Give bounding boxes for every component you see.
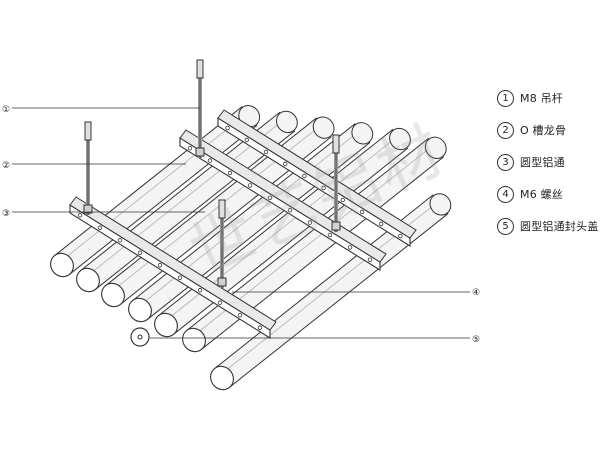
tube-end-cap <box>76 267 100 293</box>
keel-slot-hole <box>197 288 203 293</box>
marker-1: ① <box>2 105 10 115</box>
tube-far-end <box>389 127 411 151</box>
rod-hanger-clip <box>83 204 93 214</box>
keel-slot-hole <box>227 170 233 176</box>
keel-slot-hole <box>321 185 326 191</box>
keel-slot-hole <box>283 161 288 167</box>
marker-2: ② <box>2 161 10 171</box>
legend-item: 3 圆型铝通 <box>497 152 600 172</box>
legend-label: 圆型铝通封头盖 <box>520 220 599 233</box>
rod-hanger-clip <box>331 221 341 231</box>
keel-slot-hole <box>379 221 384 227</box>
rod-hanger-clip <box>195 147 205 157</box>
keel-slot-hole <box>225 125 230 131</box>
rod-top-nut <box>218 199 226 219</box>
tube-end-cap <box>154 312 178 338</box>
keel-slot-hole <box>302 173 307 179</box>
legend-number: 2 <box>497 121 514 139</box>
tube-highlight <box>59 113 248 263</box>
keel-slot-hole <box>367 257 373 262</box>
marker-3: ③ <box>2 209 10 219</box>
tube-end-cap <box>50 252 74 278</box>
keel-slot-hole <box>157 263 163 268</box>
legend-item: 4 M6 螺丝 <box>497 184 600 204</box>
tube-far-end <box>424 136 447 159</box>
keel-slot-hole <box>207 158 213 163</box>
keel-slot-hole <box>267 195 273 200</box>
keel-slot-hole <box>247 183 253 188</box>
legend-item: 1 M8 吊杆 <box>497 88 600 108</box>
legend-label: 圆型铝通 <box>520 156 565 169</box>
tube-far-end <box>429 193 452 216</box>
keel-slot-hole <box>77 213 83 218</box>
legend-label: M6 螺丝 <box>520 188 563 201</box>
keel-slot-hole <box>217 300 223 305</box>
marker-4: ④ <box>472 288 480 298</box>
tube-end-cap <box>101 282 125 308</box>
keel-slot-hole <box>244 137 249 143</box>
legend-item: 5 圆型铝通封头盖 <box>497 216 600 236</box>
keel-slot-hole <box>287 207 293 213</box>
keel-top-flange <box>69 196 277 331</box>
keel-slot-hole <box>327 232 333 238</box>
end-cap-hole <box>137 334 143 340</box>
keel-slot-hole <box>340 197 345 203</box>
legend-number: 5 <box>497 217 514 235</box>
keel-slot-hole <box>263 149 269 155</box>
keel-slot-hole <box>237 313 243 318</box>
keel-slot-hole <box>398 233 403 239</box>
keel-slot-hole <box>97 225 103 230</box>
keel-slot-hole <box>177 275 183 280</box>
keel-top-flange <box>217 109 417 239</box>
rod-top-nut <box>332 134 340 154</box>
legend-number: 3 <box>497 153 514 171</box>
rod-hanger-clip <box>217 277 227 287</box>
legend-number: 1 <box>497 89 514 107</box>
rod-top-nut <box>84 121 92 141</box>
keel-slot-hole <box>137 250 143 255</box>
legend-number: 4 <box>497 185 514 203</box>
tube-far-end <box>351 122 374 145</box>
keel-slot-hole <box>307 220 313 225</box>
rod-top-nut <box>196 59 204 79</box>
legend-item: 2 O 槽龙骨 <box>497 120 600 140</box>
legend-label: O 槽龙骨 <box>520 124 567 137</box>
m8-hanger-rods <box>83 59 341 288</box>
legend-label: M8 吊杆 <box>520 92 563 105</box>
parts-legend: 1 M8 吊杆 2 O 槽龙骨 3 圆型铝通 4 M6 螺丝 5 圆型铝通封头盖 <box>497 88 600 248</box>
keel-slot-hole <box>359 209 365 215</box>
tube-end-cap <box>182 327 206 353</box>
tube-end-cap <box>128 297 152 323</box>
marker-5: ⑤ <box>472 335 480 345</box>
keel-slot-hole <box>117 238 123 243</box>
leader-lines <box>12 107 470 339</box>
tube-far-end <box>276 110 298 134</box>
keel-slot-hole <box>187 145 193 151</box>
tube-end-cap <box>210 365 234 391</box>
keel-slot-hole <box>347 245 353 250</box>
keel-slot-hole <box>257 325 263 330</box>
tube-far-end <box>312 116 335 139</box>
